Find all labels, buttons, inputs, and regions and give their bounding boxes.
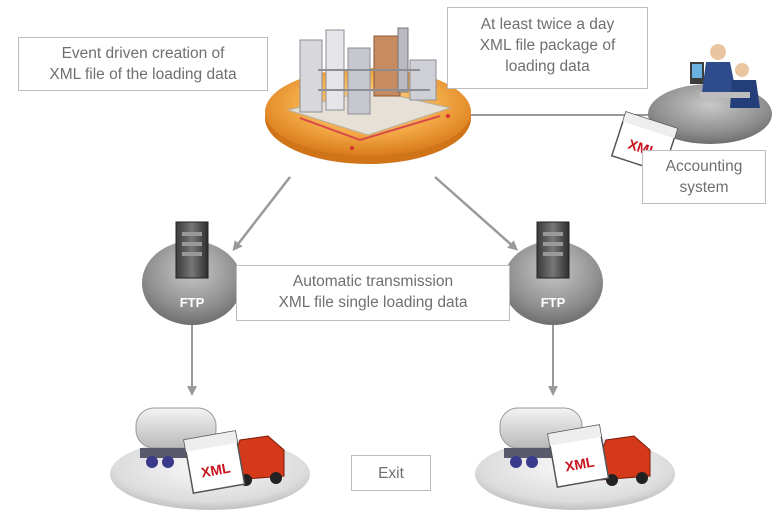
label-event-driven: Event driven creation of XML file of the… (18, 37, 268, 91)
xml-badge-left: XML (200, 459, 232, 480)
xml-badge-right: XML (564, 453, 596, 474)
label-twice-a-day-line-1: At least twice a day (480, 16, 615, 33)
label-accounting-system: Accounting system (642, 150, 766, 204)
label-accounting-line-2: system (679, 179, 729, 196)
ftp-server-right: FTP (503, 221, 603, 325)
label-exit: Exit (351, 455, 431, 491)
workstation-icon (648, 44, 772, 144)
label-automatic-line-1: Automatic transmission (292, 273, 454, 290)
label-automatic-line-2: XML file single loading data (278, 294, 468, 311)
label-twice-a-day-line-3: loading data (505, 58, 590, 75)
xml-document-icon: XML (547, 424, 610, 489)
ftp-label-right: FTP (541, 295, 566, 310)
server-icon (536, 221, 570, 279)
label-exit-text: Exit (378, 465, 404, 482)
arrow-to-right-ftp (434, 176, 518, 251)
label-twice-a-day-line-2: XML file package of (479, 37, 616, 54)
server-icon (175, 221, 209, 279)
label-event-driven-line-1: Event driven creation of (61, 45, 225, 62)
ftp-label-left: FTP (180, 295, 205, 310)
ftp-server-left: FTP (142, 221, 242, 325)
xml-document-icon: XML (183, 430, 246, 495)
label-twice-a-day: At least twice a day XML file package of… (447, 7, 648, 89)
factory-icon (265, 27, 471, 164)
delivery-left: XML (110, 407, 310, 510)
arrow-to-left-ftp (232, 176, 291, 252)
delivery-right: XML (475, 407, 675, 510)
label-event-driven-line-2: XML file of the loading data (49, 66, 237, 83)
label-automatic-transmission: Automatic transmission XML file single l… (236, 265, 510, 321)
label-accounting-line-1: Accounting (665, 158, 743, 175)
